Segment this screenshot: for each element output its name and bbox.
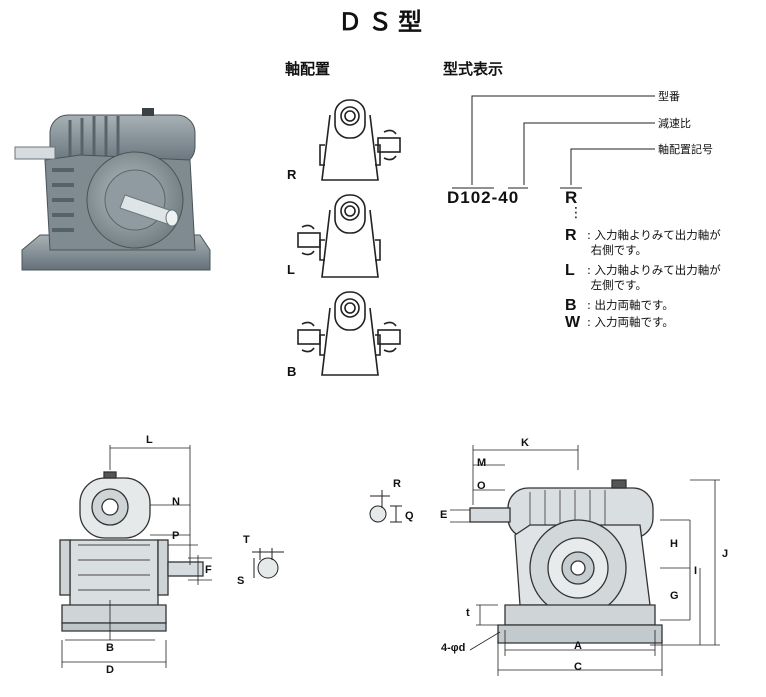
axis-diagram-b — [297, 291, 401, 376]
axis-legend: R : 入力軸よりみて出力軸が 右側です。 L : 入力軸よりみて出力軸が 左側です… — [565, 228, 765, 331]
axis-diagram-r — [319, 99, 401, 181]
legend-row-b: B : 出力両軸です。 — [565, 297, 765, 314]
dim-o: O — [477, 480, 486, 492]
dim-i: I — [694, 565, 698, 577]
legend-desc: : 入力両軸です。 — [587, 315, 674, 329]
dim-g: G — [670, 590, 679, 602]
dim-c: C — [574, 661, 582, 673]
dim-b: B — [106, 642, 114, 654]
legend-key: W — [565, 314, 581, 331]
model-display-heading: 型式表示 — [443, 60, 504, 78]
model-code-suffix: R — [565, 188, 579, 207]
dim-j: J — [722, 548, 729, 560]
dim-r-detail: R — [393, 478, 401, 490]
legend-key: R — [565, 227, 577, 244]
callout-reduction-ratio: 減速比 — [658, 117, 691, 130]
dim-t: T — [243, 534, 250, 546]
dim-t-base: t — [466, 607, 470, 619]
model-code: D102-40 — [447, 188, 520, 207]
legend-key: B — [565, 297, 577, 314]
dim-n: N — [172, 496, 180, 508]
axis-label-l: L — [287, 262, 295, 277]
dim-a: A — [574, 640, 582, 652]
axis-diagram-l — [297, 194, 381, 278]
dim-h: H — [670, 538, 678, 550]
dim-k: K — [521, 437, 529, 449]
callout-axis-code: 軸配置記号 — [658, 143, 713, 156]
dim-s: S — [237, 575, 245, 587]
axis-layout-heading: 軸配置 — [285, 60, 331, 78]
legend-desc: : 出力両軸です。 — [587, 298, 674, 312]
dim-e: E — [440, 509, 448, 521]
callout-model-number: 型番 — [658, 90, 680, 103]
dim-p: P — [172, 530, 180, 542]
legend-row-r: R : 入力軸よりみて出力軸が 右側です。 — [565, 228, 765, 258]
dim-l: L — [146, 434, 153, 446]
dim-m: M — [477, 457, 487, 469]
product-photo — [10, 100, 215, 285]
dim-bolt: 4-φd — [441, 642, 466, 654]
legend-key: L — [565, 262, 575, 279]
axis-label-r: R — [287, 167, 297, 182]
legend-desc: : 入力軸よりみて出力軸が 右側です。 — [587, 228, 721, 257]
dim-d: D — [106, 664, 114, 676]
page-title: ＤＳ型 — [338, 8, 428, 36]
legend-desc: : 入力軸よりみて出力軸が 左側です。 — [587, 263, 721, 292]
legend-row-w: W : 入力両軸です。 — [565, 314, 765, 331]
dim-f: F — [205, 564, 212, 576]
axis-label-b: B — [287, 364, 297, 379]
model-code-dots: ⋮ — [569, 205, 583, 221]
dim-q: Q — [405, 510, 414, 522]
legend-row-l: L : 入力軸よりみて出力軸が 左側です。 — [565, 263, 765, 293]
